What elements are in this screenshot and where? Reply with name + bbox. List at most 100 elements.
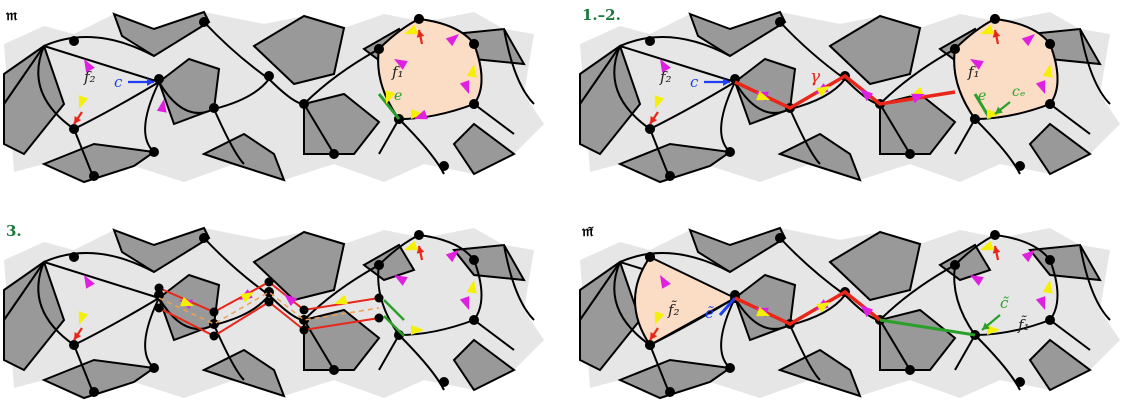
dark-face bbox=[828, 230, 922, 302]
corner-arrow-magenta bbox=[860, 305, 874, 318]
edge bbox=[37, 45, 75, 130]
vertex bbox=[69, 340, 79, 350]
corner-arrow-yellow bbox=[980, 240, 994, 251]
vertex bbox=[645, 340, 655, 350]
corner-arrow-yellow bbox=[466, 64, 477, 78]
corner-arrow-yellow bbox=[385, 90, 396, 104]
dark-face bbox=[41, 142, 157, 184]
vertex bbox=[905, 149, 915, 159]
vertex bbox=[645, 36, 655, 46]
edge bbox=[158, 297, 215, 330]
dark-face bbox=[777, 348, 862, 398]
corner-arrow-magenta bbox=[394, 275, 408, 286]
edge bbox=[1079, 244, 1111, 321]
edge bbox=[1079, 28, 1111, 105]
map-diagram-step-3 bbox=[3, 226, 544, 400]
edge bbox=[213, 78, 270, 110]
vertex bbox=[1045, 255, 1055, 265]
label-c: c bbox=[114, 73, 123, 91]
corner-arrow-yellow bbox=[654, 311, 665, 325]
corner-arrow-magenta bbox=[911, 93, 925, 104]
dark-face bbox=[157, 57, 221, 126]
label-f2: f₂ bbox=[83, 68, 96, 86]
label-gamma: γ bbox=[810, 67, 821, 87]
dark-face bbox=[733, 273, 797, 342]
edge bbox=[503, 244, 535, 321]
corner-arrow-magenta bbox=[970, 275, 984, 286]
edge bbox=[619, 252, 731, 273]
edge bbox=[378, 118, 400, 155]
dark-face bbox=[617, 358, 733, 400]
dark-face bbox=[777, 132, 862, 182]
dark-face bbox=[3, 44, 66, 156]
green-arrow-icon bbox=[995, 106, 1003, 114]
vertex bbox=[725, 363, 735, 373]
vertex bbox=[149, 363, 159, 373]
edge bbox=[43, 36, 155, 57]
edge-e-tilde bbox=[718, 297, 737, 316]
edge-green bbox=[879, 318, 976, 337]
vertex bbox=[1045, 99, 1055, 109]
vertex bbox=[469, 39, 479, 49]
edge bbox=[779, 237, 846, 296]
edge bbox=[158, 81, 215, 114]
vertex bbox=[89, 387, 99, 397]
label-f1: f₁ bbox=[391, 63, 404, 81]
edge bbox=[619, 36, 731, 57]
edge bbox=[213, 324, 245, 381]
edge bbox=[954, 334, 976, 371]
vertex bbox=[645, 252, 655, 262]
vertex-copy bbox=[374, 313, 384, 323]
corner-arrow-magenta bbox=[84, 275, 95, 289]
corner-arrow-yellow bbox=[466, 280, 477, 294]
corner-arrow-magenta bbox=[445, 250, 459, 263]
corner-arrow-magenta bbox=[284, 294, 298, 307]
red-arrow-icon bbox=[992, 246, 1001, 254]
vertex bbox=[439, 377, 449, 387]
corner-arrow-magenta bbox=[970, 59, 984, 70]
label-f2: f₂ bbox=[659, 68, 672, 86]
edge bbox=[619, 45, 736, 83]
vertex bbox=[299, 99, 309, 109]
vertex-copy bbox=[264, 297, 274, 307]
edge bbox=[1049, 319, 1091, 351]
label-c: c bbox=[690, 73, 699, 91]
corner-arrow-magenta bbox=[156, 99, 167, 113]
vertex bbox=[329, 365, 339, 375]
edge bbox=[579, 45, 621, 105]
edge bbox=[303, 103, 335, 155]
label-e: e bbox=[394, 88, 402, 104]
dark-face bbox=[879, 308, 957, 371]
vertex bbox=[1015, 377, 1025, 387]
edge bbox=[579, 261, 621, 321]
path-gamma bbox=[734, 73, 956, 110]
red-arrow-icon bbox=[74, 332, 82, 340]
vertex bbox=[199, 17, 209, 27]
vertex bbox=[199, 233, 209, 243]
edge bbox=[879, 103, 911, 155]
red-arrow-icon bbox=[416, 246, 425, 254]
edge bbox=[953, 264, 976, 336]
edge bbox=[213, 294, 270, 326]
dark-face bbox=[1028, 122, 1092, 176]
corner-arrow-yellow bbox=[78, 311, 89, 325]
vertex bbox=[905, 365, 915, 375]
corner-arrow-yellow bbox=[411, 109, 424, 119]
edge bbox=[3, 261, 45, 321]
corner-arrow-yellow bbox=[411, 325, 424, 335]
label-ce: cₑ bbox=[1012, 84, 1025, 100]
edge bbox=[213, 108, 245, 165]
edge bbox=[3, 45, 45, 105]
corner-arrow-yellow bbox=[654, 95, 665, 109]
vertex bbox=[775, 233, 785, 243]
dark-face bbox=[201, 348, 286, 398]
edge-e-copy bbox=[383, 315, 405, 337]
dark-face bbox=[41, 358, 157, 400]
vertex-copy bbox=[299, 305, 309, 315]
label-f1-tilde: f̃₁ bbox=[1017, 316, 1030, 334]
edge bbox=[203, 21, 270, 80]
dark-face bbox=[617, 142, 733, 184]
edge bbox=[613, 261, 651, 346]
